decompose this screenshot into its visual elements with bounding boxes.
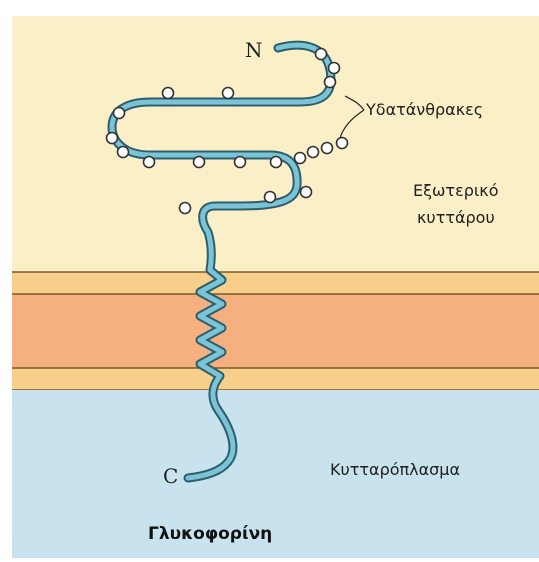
- carbohydrate-circle: [114, 108, 125, 119]
- diagram-title: Γλυκοφορίνη: [148, 524, 272, 544]
- left-margin: [0, 0, 12, 558]
- carbohydrates-label: Υδατάνθρακες: [366, 100, 483, 119]
- carbohydrate-circle: [144, 157, 155, 168]
- carbohydrate-circle: [271, 157, 282, 168]
- carbohydrate-circle: [107, 133, 118, 144]
- carbohydrate-circle: [265, 192, 276, 203]
- carbohydrate-circle: [118, 147, 129, 158]
- carbohydrate-circle: [235, 157, 246, 168]
- carbohydrate-circle: [329, 63, 340, 74]
- carbohydrate-circle: [301, 187, 312, 198]
- membrane-outer-leaflet: [12, 272, 539, 294]
- carbohydrate-circle: [180, 203, 191, 214]
- exterior-label-line1: Εξωτερικό: [413, 181, 499, 200]
- membrane-core: [12, 294, 539, 368]
- carbohydrate-circle: [322, 143, 333, 154]
- carbohydrate-circle: [223, 88, 234, 99]
- c-terminus-label: C: [163, 464, 178, 488]
- top-margin: [12, 0, 539, 16]
- exterior-label-line2: κυττάρου: [417, 208, 495, 227]
- carbohydrate-circle: [295, 153, 306, 164]
- carbohydrate-circle: [325, 77, 336, 88]
- carbohydrate-circle: [316, 49, 327, 60]
- membrane-inner-leaflet: [12, 368, 539, 390]
- carbohydrate-circle: [194, 157, 205, 168]
- n-terminus-label: N: [245, 38, 263, 62]
- exterior-region: [12, 0, 539, 272]
- carbohydrate-circle: [308, 147, 319, 158]
- carbohydrate-circle: [163, 88, 174, 99]
- cytoplasm-label: Κυτταρόπλασμα: [330, 460, 460, 479]
- carbohydrate-circle: [337, 138, 348, 149]
